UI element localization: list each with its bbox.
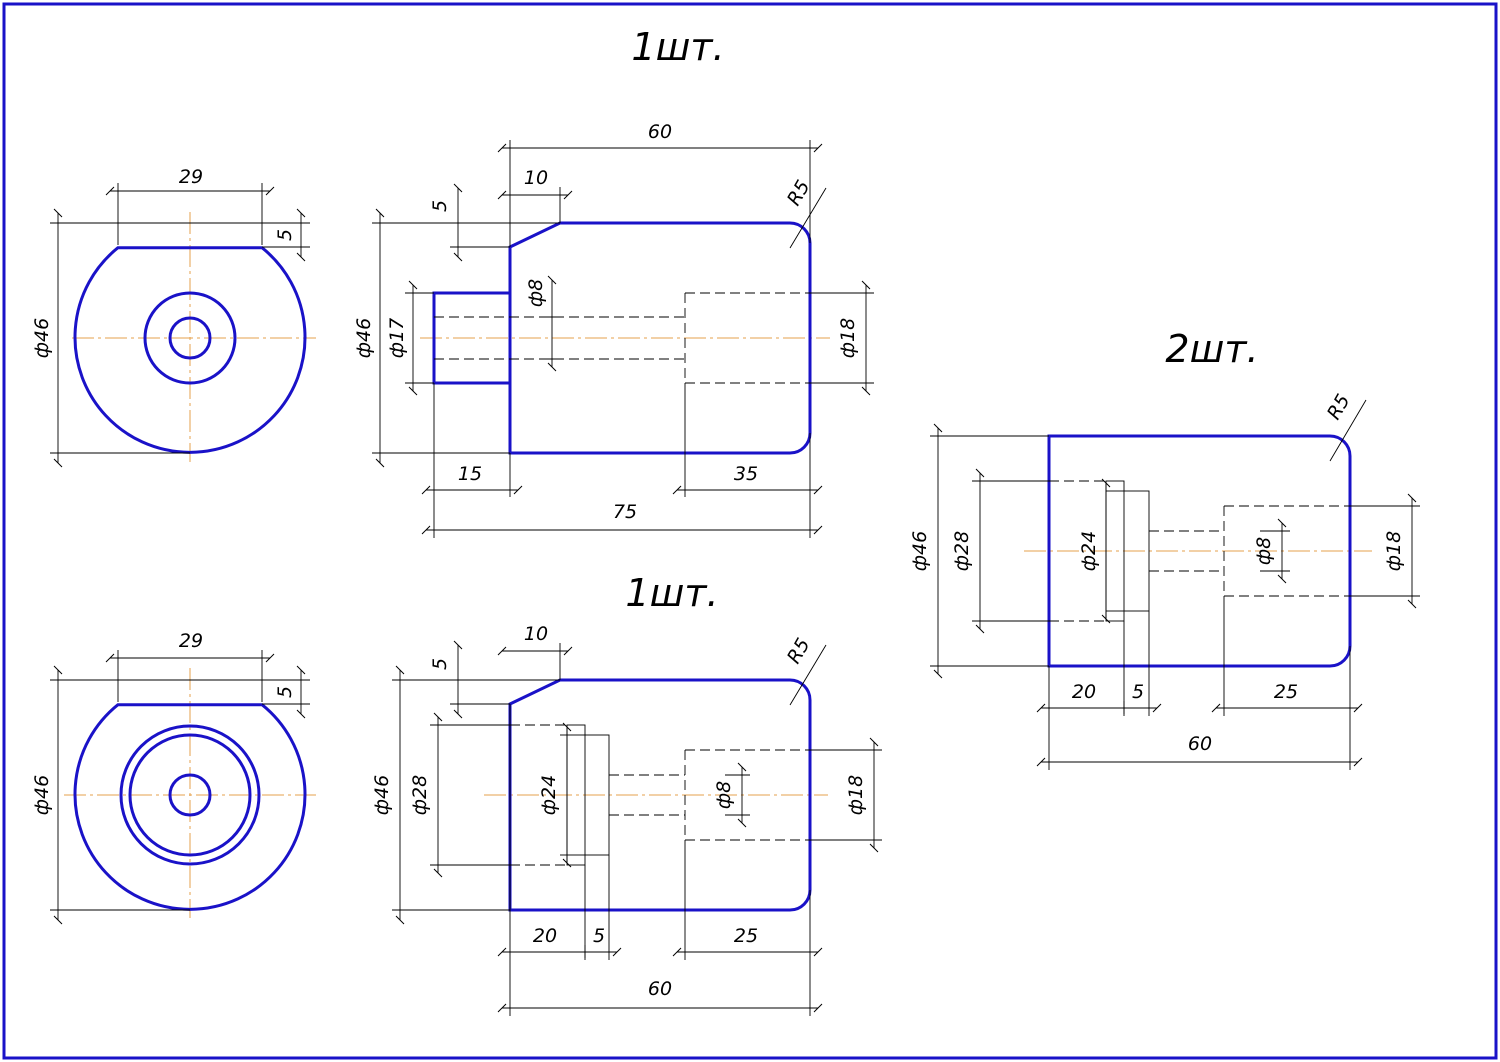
dim-bore-small: ф8 bbox=[1253, 537, 1275, 565]
dim-spigot-dia: ф17 bbox=[386, 318, 408, 358]
dim-boss-len: 5 bbox=[593, 925, 605, 947]
dim-bore-large: ф18 bbox=[837, 318, 859, 358]
dim-flat-depth: 5 bbox=[274, 229, 296, 241]
dim-diameter: ф46 bbox=[31, 775, 53, 815]
top-end-view: 29 5 ф46 bbox=[31, 166, 316, 468]
dim-bore-large: ф18 bbox=[845, 775, 867, 815]
bore-circle bbox=[168, 316, 212, 360]
dim-boss-dia: ф24 bbox=[1078, 531, 1100, 571]
quantity-label-top: 1шт. bbox=[631, 25, 724, 69]
dim-bore-depth: 25 bbox=[1274, 681, 1298, 703]
dim-recess-depth: 20 bbox=[1072, 681, 1096, 703]
dim-chamfer-depth: 5 bbox=[429, 200, 451, 212]
dim-chamfer-len: 10 bbox=[524, 623, 548, 645]
dim-boss-dia: ф24 bbox=[538, 775, 560, 815]
dim-radius: R5 bbox=[1323, 391, 1355, 424]
dim-bore-depth: 25 bbox=[734, 925, 758, 947]
end-view-outline bbox=[73, 246, 307, 454]
dim-bore-small: ф8 bbox=[525, 279, 547, 307]
quantity-label-bottom: 1шт. bbox=[625, 571, 718, 615]
dim-flat-depth: 5 bbox=[274, 686, 296, 698]
dim-diameter: ф46 bbox=[353, 318, 375, 358]
dim-diameter: ф46 bbox=[31, 318, 53, 358]
bottom-side-view: 10 5 R5 ф46 ф28 ф24 ф8 ф18 bbox=[371, 623, 882, 1016]
dim-chamfer-depth: 5 bbox=[429, 658, 451, 670]
dim-spigot-len: 15 bbox=[458, 463, 482, 485]
dim-bore-large: ф18 bbox=[1383, 531, 1405, 571]
bore-circle bbox=[168, 773, 212, 817]
dim-overall: 60 bbox=[648, 978, 672, 1000]
body-outline bbox=[508, 678, 812, 912]
dim-bore-depth: 35 bbox=[734, 463, 758, 485]
dim-boss-len: 5 bbox=[1132, 681, 1144, 703]
dim-recess-dia: ф28 bbox=[951, 531, 973, 571]
dim-overall-body: 60 bbox=[648, 121, 672, 143]
spigot-outline bbox=[432, 291, 512, 385]
top-side-view: 60 10 5 R5 ф46 ф17 ф8 ф18 bbox=[353, 121, 874, 538]
right-part-view: R5 ф46 ф28 ф24 ф8 ф18 20 5 25 bbox=[909, 391, 1420, 770]
dim-radius: R5 bbox=[783, 635, 815, 668]
bottom-end-view: 29 5 ф46 bbox=[31, 630, 316, 925]
recess-circle bbox=[119, 724, 261, 866]
dim-flat-width: 29 bbox=[179, 630, 203, 652]
dim-chamfer-len: 10 bbox=[524, 167, 548, 189]
dim-flat-width: 29 bbox=[179, 166, 203, 188]
dim-diameter: ф46 bbox=[371, 775, 393, 815]
dim-bore-small: ф8 bbox=[713, 781, 735, 809]
dim-total-len: 75 bbox=[613, 501, 637, 523]
dim-diameter: ф46 bbox=[909, 531, 931, 571]
dim-recess-depth: 20 bbox=[533, 925, 557, 947]
end-view-outline bbox=[73, 703, 307, 911]
spigot-circle bbox=[143, 291, 237, 385]
boss-circle bbox=[128, 733, 252, 857]
dim-recess-dia: ф28 bbox=[409, 775, 431, 815]
quantity-label-right: 2шт. bbox=[1165, 327, 1258, 371]
dim-overall: 60 bbox=[1188, 733, 1212, 755]
